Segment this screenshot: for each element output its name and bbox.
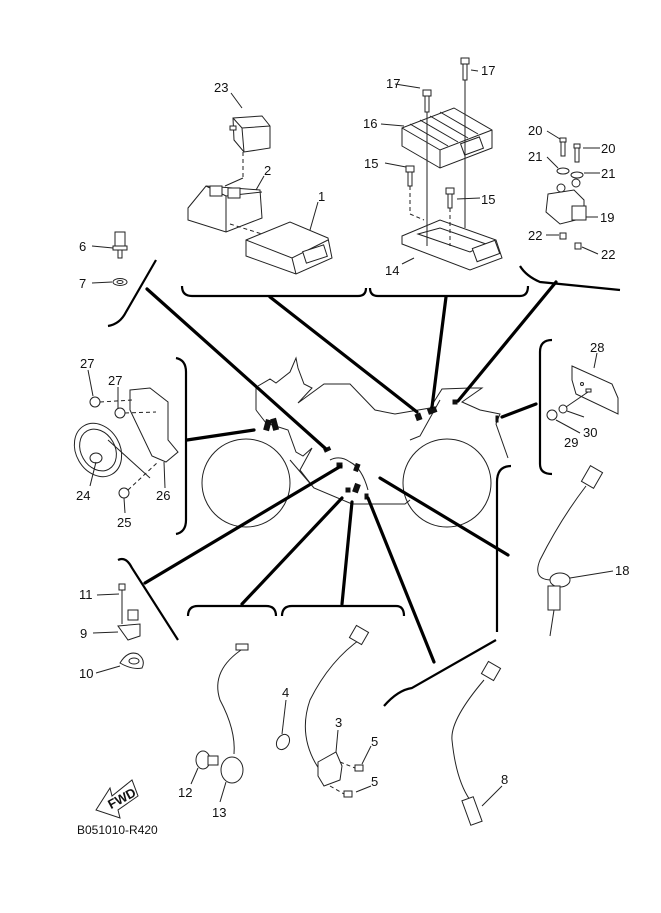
label-22a: 22 [528, 228, 542, 243]
part-29-nut[interactable] [546, 409, 558, 421]
label-leaders [87, 69, 614, 807]
label-28: 28 [590, 340, 604, 355]
diagram-code: B051010-R420 [77, 823, 158, 837]
part-12-oil-pressure-switch[interactable] [195, 750, 219, 770]
part-16-rectifier-regulator[interactable] [401, 107, 493, 169]
label-18: 18 [615, 563, 629, 578]
motorcycle-outline [201, 356, 509, 528]
label-25: 25 [117, 515, 131, 530]
label-6: 6 [79, 239, 86, 254]
part-23-flasher-relay[interactable] [229, 115, 271, 180]
part-6-temperature-sensor[interactable] [112, 231, 128, 259]
part-labels: 23 2 1 17 17 16 15 15 14 20 20 21 21 19 … [76, 63, 629, 820]
part-1-control-unit[interactable] [229, 221, 333, 275]
label-10: 10 [79, 666, 93, 681]
part-18-neutral-switch[interactable] [537, 465, 604, 637]
part-17-bolts[interactable] [422, 57, 470, 246]
label-8: 8 [501, 772, 508, 787]
label-16: 16 [363, 116, 377, 131]
part-30-washer[interactable] [558, 391, 589, 414]
part-5-bolts[interactable] [329, 761, 364, 798]
part-20-screws[interactable] [559, 137, 581, 163]
label-1: 1 [318, 189, 325, 204]
label-15a: 15 [364, 156, 378, 171]
label-7: 7 [79, 276, 86, 291]
part-27-bolts[interactable] [89, 396, 157, 419]
part-4-o-ring[interactable] [274, 732, 292, 752]
label-24: 24 [76, 488, 90, 503]
label-21b: 21 [601, 166, 615, 181]
label-9: 9 [80, 626, 87, 641]
part-21-washers[interactable] [556, 167, 584, 179]
group-braces [107, 259, 621, 707]
part-2-holder[interactable] [187, 177, 263, 233]
label-13: 13 [212, 805, 226, 820]
label-27b: 27 [108, 373, 122, 388]
label-5a: 5 [371, 734, 378, 749]
part-13-lead[interactable] [217, 643, 249, 784]
label-27a: 27 [80, 356, 94, 371]
part-7-gasket[interactable] [112, 278, 128, 286]
label-12: 12 [178, 785, 192, 800]
part-10-gasket[interactable] [119, 652, 144, 669]
part-14-bracket[interactable] [401, 219, 503, 271]
label-20b: 20 [601, 141, 615, 156]
label-5b: 5 [371, 774, 378, 789]
leader-lines [143, 280, 558, 664]
label-2: 2 [264, 163, 271, 178]
label-11: 11 [79, 587, 93, 602]
part-9-crank-sensor[interactable] [117, 609, 141, 641]
fwd-arrow-icon: FWD [95, 779, 139, 819]
label-30: 30 [583, 425, 597, 440]
part-19-relay[interactable] [545, 178, 587, 225]
part-11-bolt[interactable] [118, 583, 126, 624]
label-19: 19 [600, 210, 614, 225]
part-24-horn[interactable] [65, 415, 131, 485]
label-14: 14 [385, 263, 399, 278]
part-28-reflector[interactable] [571, 365, 619, 415]
label-26: 26 [156, 488, 170, 503]
label-29: 29 [564, 435, 578, 450]
part-8-oxygen-sensor[interactable] [451, 660, 502, 826]
label-3: 3 [335, 715, 342, 730]
part-15-bolts[interactable] [405, 165, 455, 246]
label-17b: 17 [481, 63, 495, 78]
part-22-nuts[interactable] [559, 232, 582, 250]
label-23: 23 [214, 80, 228, 95]
part-26-bracket[interactable] [107, 387, 179, 479]
label-17a: 17 [386, 76, 400, 91]
label-20a: 20 [528, 123, 542, 138]
label-22b: 22 [601, 247, 615, 262]
label-4: 4 [282, 685, 289, 700]
label-15b: 15 [481, 192, 495, 207]
part-3-speed-sensor[interactable] [304, 624, 370, 787]
label-21a: 21 [528, 149, 542, 164]
